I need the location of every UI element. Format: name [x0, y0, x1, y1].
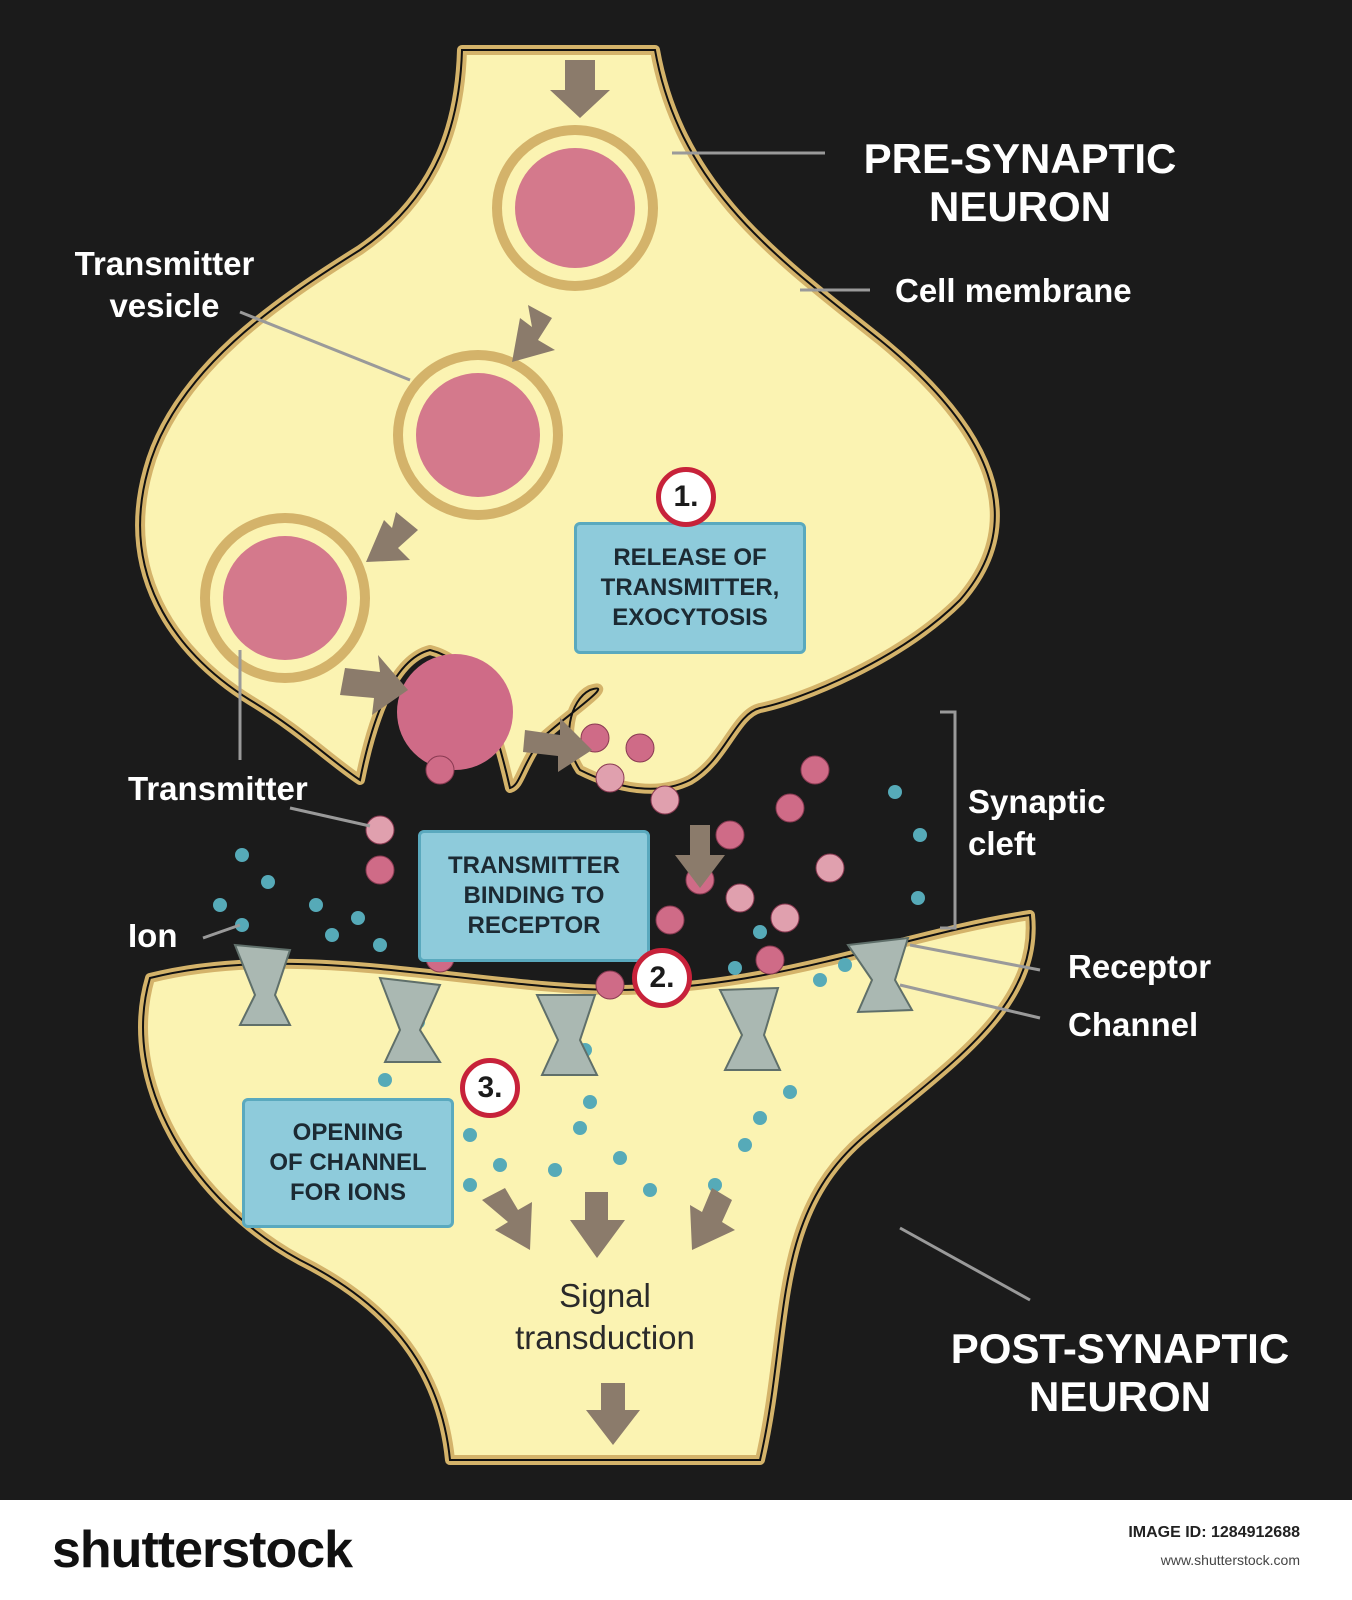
footer-url: www.shutterstock.com [1160, 1552, 1300, 1568]
cell-membrane-label: Cell membrane [895, 272, 1132, 309]
ion-particle [325, 928, 339, 942]
ion-particle [351, 911, 365, 925]
transmitter-particle [580, 723, 610, 753]
transmitter-particle [815, 853, 845, 883]
transmitter-particle [655, 905, 685, 935]
ion-particle [613, 1151, 627, 1165]
transmitter-particle [650, 785, 680, 815]
transmitter-particle [365, 855, 395, 885]
ion-label: Ion [128, 917, 178, 954]
ion-particle [378, 1073, 392, 1087]
transmitter-particle [725, 883, 755, 913]
ion-particle [753, 1111, 767, 1125]
ion-particle [213, 898, 227, 912]
leader-lines [202, 151, 1041, 1302]
watermark-footer: shutterstock IMAGE ID: 1284912688 www.sh… [0, 1500, 1352, 1600]
ion-particle [463, 1128, 477, 1142]
transmitter-particle [715, 820, 745, 850]
step-2-badge: 2. [632, 948, 692, 1008]
ion-particle [728, 961, 742, 975]
ion-particle [888, 785, 902, 799]
step-1-badge: 1. [656, 467, 716, 527]
image-id: IMAGE ID: 1284912688 [1128, 1524, 1300, 1541]
ion-particle [309, 898, 323, 912]
transmitter-particle [365, 815, 395, 845]
ion-particle [911, 891, 925, 905]
transmitter-particle [775, 793, 805, 823]
ion-particle [813, 973, 827, 987]
ion-particle [463, 1178, 477, 1192]
transmitter-particle [425, 755, 455, 785]
ion-particle [783, 1085, 797, 1099]
channel-label: Channel [1068, 1006, 1199, 1043]
vesicle-1 [492, 125, 658, 291]
ion-particle [373, 938, 387, 952]
ion-particle [573, 1121, 587, 1135]
vesicle-2 [393, 350, 563, 520]
transmitter-particle [595, 763, 625, 793]
ion-particle [708, 1178, 722, 1192]
transmitter-particle [800, 755, 830, 785]
ion-particle [643, 1183, 657, 1197]
transmitter-particle [625, 733, 655, 763]
step-3-badge: 3. [460, 1058, 520, 1118]
ion-particle [235, 918, 249, 932]
shutterstock-logo: shutterstock [52, 1521, 353, 1579]
ion-particle [753, 925, 767, 939]
ion-particle [583, 1095, 597, 1109]
flow-arrows [340, 60, 735, 1445]
ion-particle [738, 1138, 752, 1152]
receptor-channels [233, 936, 914, 1076]
vesicle-fusing [397, 654, 513, 770]
ion-particle [493, 1158, 507, 1172]
vesicle-3 [200, 513, 370, 683]
ion-particle [913, 828, 927, 842]
transmitter-particle [770, 903, 800, 933]
transmitter-particle [595, 970, 625, 1000]
ion-particle [838, 958, 852, 972]
transmitter-particle [755, 945, 785, 975]
ion-particle [235, 848, 249, 862]
transmitter-label: Transmitter [128, 770, 308, 807]
receptor-label: Receptor [1068, 948, 1212, 985]
ion-particle [261, 875, 275, 889]
ion-particle [548, 1163, 562, 1177]
